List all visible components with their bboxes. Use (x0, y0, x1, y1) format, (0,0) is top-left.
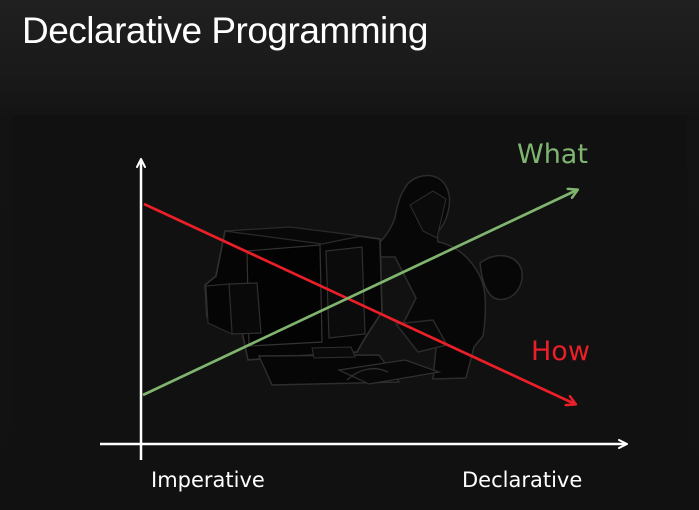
how-line (143, 202, 575, 404)
what-line (142, 190, 577, 397)
imperative-label: Imperative (151, 468, 265, 492)
axes (100, 158, 628, 460)
how-label: How (531, 336, 590, 367)
what-label: What (517, 139, 588, 170)
slide-title: Declarative Programming (22, 10, 428, 51)
declarative-label: Declarative (462, 468, 583, 492)
person-computer-illustration (204, 174, 523, 386)
